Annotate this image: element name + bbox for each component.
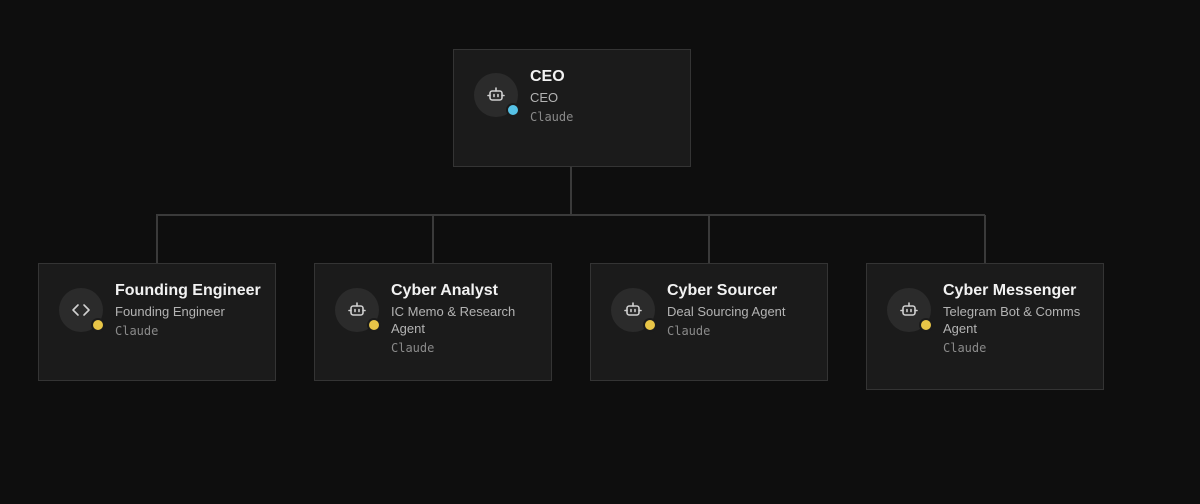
robot-icon — [347, 300, 367, 320]
agent-model: Claude — [115, 324, 159, 338]
agent-avatar — [335, 288, 381, 332]
robot-icon — [486, 85, 506, 105]
status-dot — [643, 318, 657, 332]
robot-icon — [899, 300, 919, 320]
agent-name: Cyber Analyst — [391, 282, 498, 299]
agent-name: Cyber Messenger — [943, 282, 1077, 299]
agent-model: Claude — [530, 110, 574, 124]
agent-model: Claude — [667, 324, 711, 338]
agent-role: IC Memo & Research Agent — [391, 304, 516, 336]
agent-role: Telegram Bot & Comms Agent — [943, 304, 1081, 336]
code-icon — [71, 300, 91, 320]
agent-avatar — [611, 288, 657, 332]
agent-avatar — [59, 288, 105, 332]
agent-model: Claude — [943, 341, 987, 355]
agent-name: CEO — [530, 68, 565, 85]
agent-card-founding-engineer[interactable]: Founding Engineer Founding Engineer Clau… — [38, 263, 276, 381]
agent-role: Deal Sourcing Agent — [667, 304, 786, 319]
agent-role: CEO — [530, 90, 559, 105]
agent-name: Founding Engineer — [115, 282, 261, 299]
robot-icon — [623, 300, 643, 320]
status-dot — [919, 318, 933, 332]
agent-avatar — [474, 73, 520, 117]
agent-name: Cyber Sourcer — [667, 282, 778, 299]
agent-model: Claude — [391, 341, 435, 355]
agent-card-cyber-messenger[interactable]: Cyber Messenger Telegram Bot & Comms Age… — [866, 263, 1104, 390]
status-dot — [91, 318, 105, 332]
agent-card-cyber-sourcer[interactable]: Cyber Sourcer Deal Sourcing Agent Claude — [590, 263, 828, 381]
status-dot — [367, 318, 381, 332]
agent-role: Founding Engineer — [115, 304, 225, 319]
agent-card-ceo[interactable]: CEO CEO Claude — [453, 49, 691, 167]
status-dot — [506, 103, 520, 117]
agent-avatar — [887, 288, 933, 332]
agent-card-cyber-analyst[interactable]: Cyber Analyst IC Memo & Research Agent C… — [314, 263, 552, 381]
